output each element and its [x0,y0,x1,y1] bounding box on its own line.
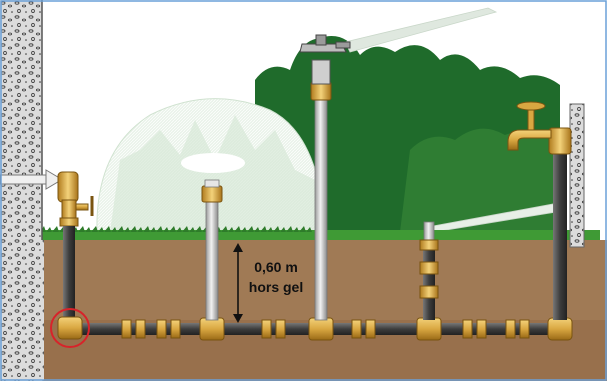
elbow-right [548,318,572,340]
elbow-left [58,317,82,339]
wall-foot [30,240,44,381]
hills-mid [400,129,560,232]
tee-3 [417,318,441,340]
depth-value: 0,60 m [246,257,306,277]
depth-note: hors gel [246,277,306,297]
drop-pipe [63,226,75,322]
spray-cap [181,153,245,173]
tee-2 [309,318,333,340]
faucet-post [570,104,584,247]
faucet-riser [553,150,567,320]
depth-label: 0,60 m hors gel [246,257,306,297]
tee-1 [200,318,224,340]
